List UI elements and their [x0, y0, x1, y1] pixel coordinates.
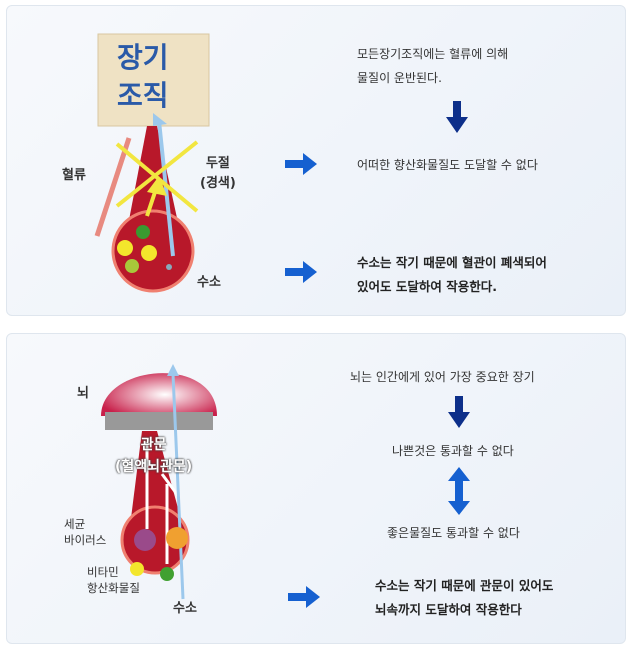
blood-vessel-illustration — [94, 33, 210, 293]
hydrogen-label: 수소 — [173, 601, 197, 616]
brain-label: 뇌 — [77, 386, 89, 401]
text-good-blocked: 좋은물질도 통과할 수 없다 — [387, 526, 520, 540]
barrier-label: 관문(혈액뇌관문) — [115, 437, 193, 475]
double-arrow-icon — [448, 467, 470, 515]
down-arrow-icon — [446, 101, 468, 133]
text-brain-important: 뇌는 인간에게 있어 가장 중요한 장기 — [350, 370, 535, 384]
brain-barrier-illustration — [101, 364, 217, 600]
text-bad-blocked: 나쁜것은 통과할 수 없다 — [392, 444, 514, 458]
right-arrow-icon — [285, 153, 317, 175]
right-arrow-icon — [288, 586, 320, 608]
block-label: 두절(경색) — [200, 156, 236, 191]
down-arrow-icon — [448, 396, 470, 428]
right-arrow-icon — [285, 261, 317, 283]
blood-flow-label: 혈류 — [62, 168, 86, 183]
hydrogen-label: 수소 — [197, 275, 221, 290]
text-no-antioxidant: 어떠한 향산화물질도 도달할 수 없다 — [357, 158, 538, 172]
